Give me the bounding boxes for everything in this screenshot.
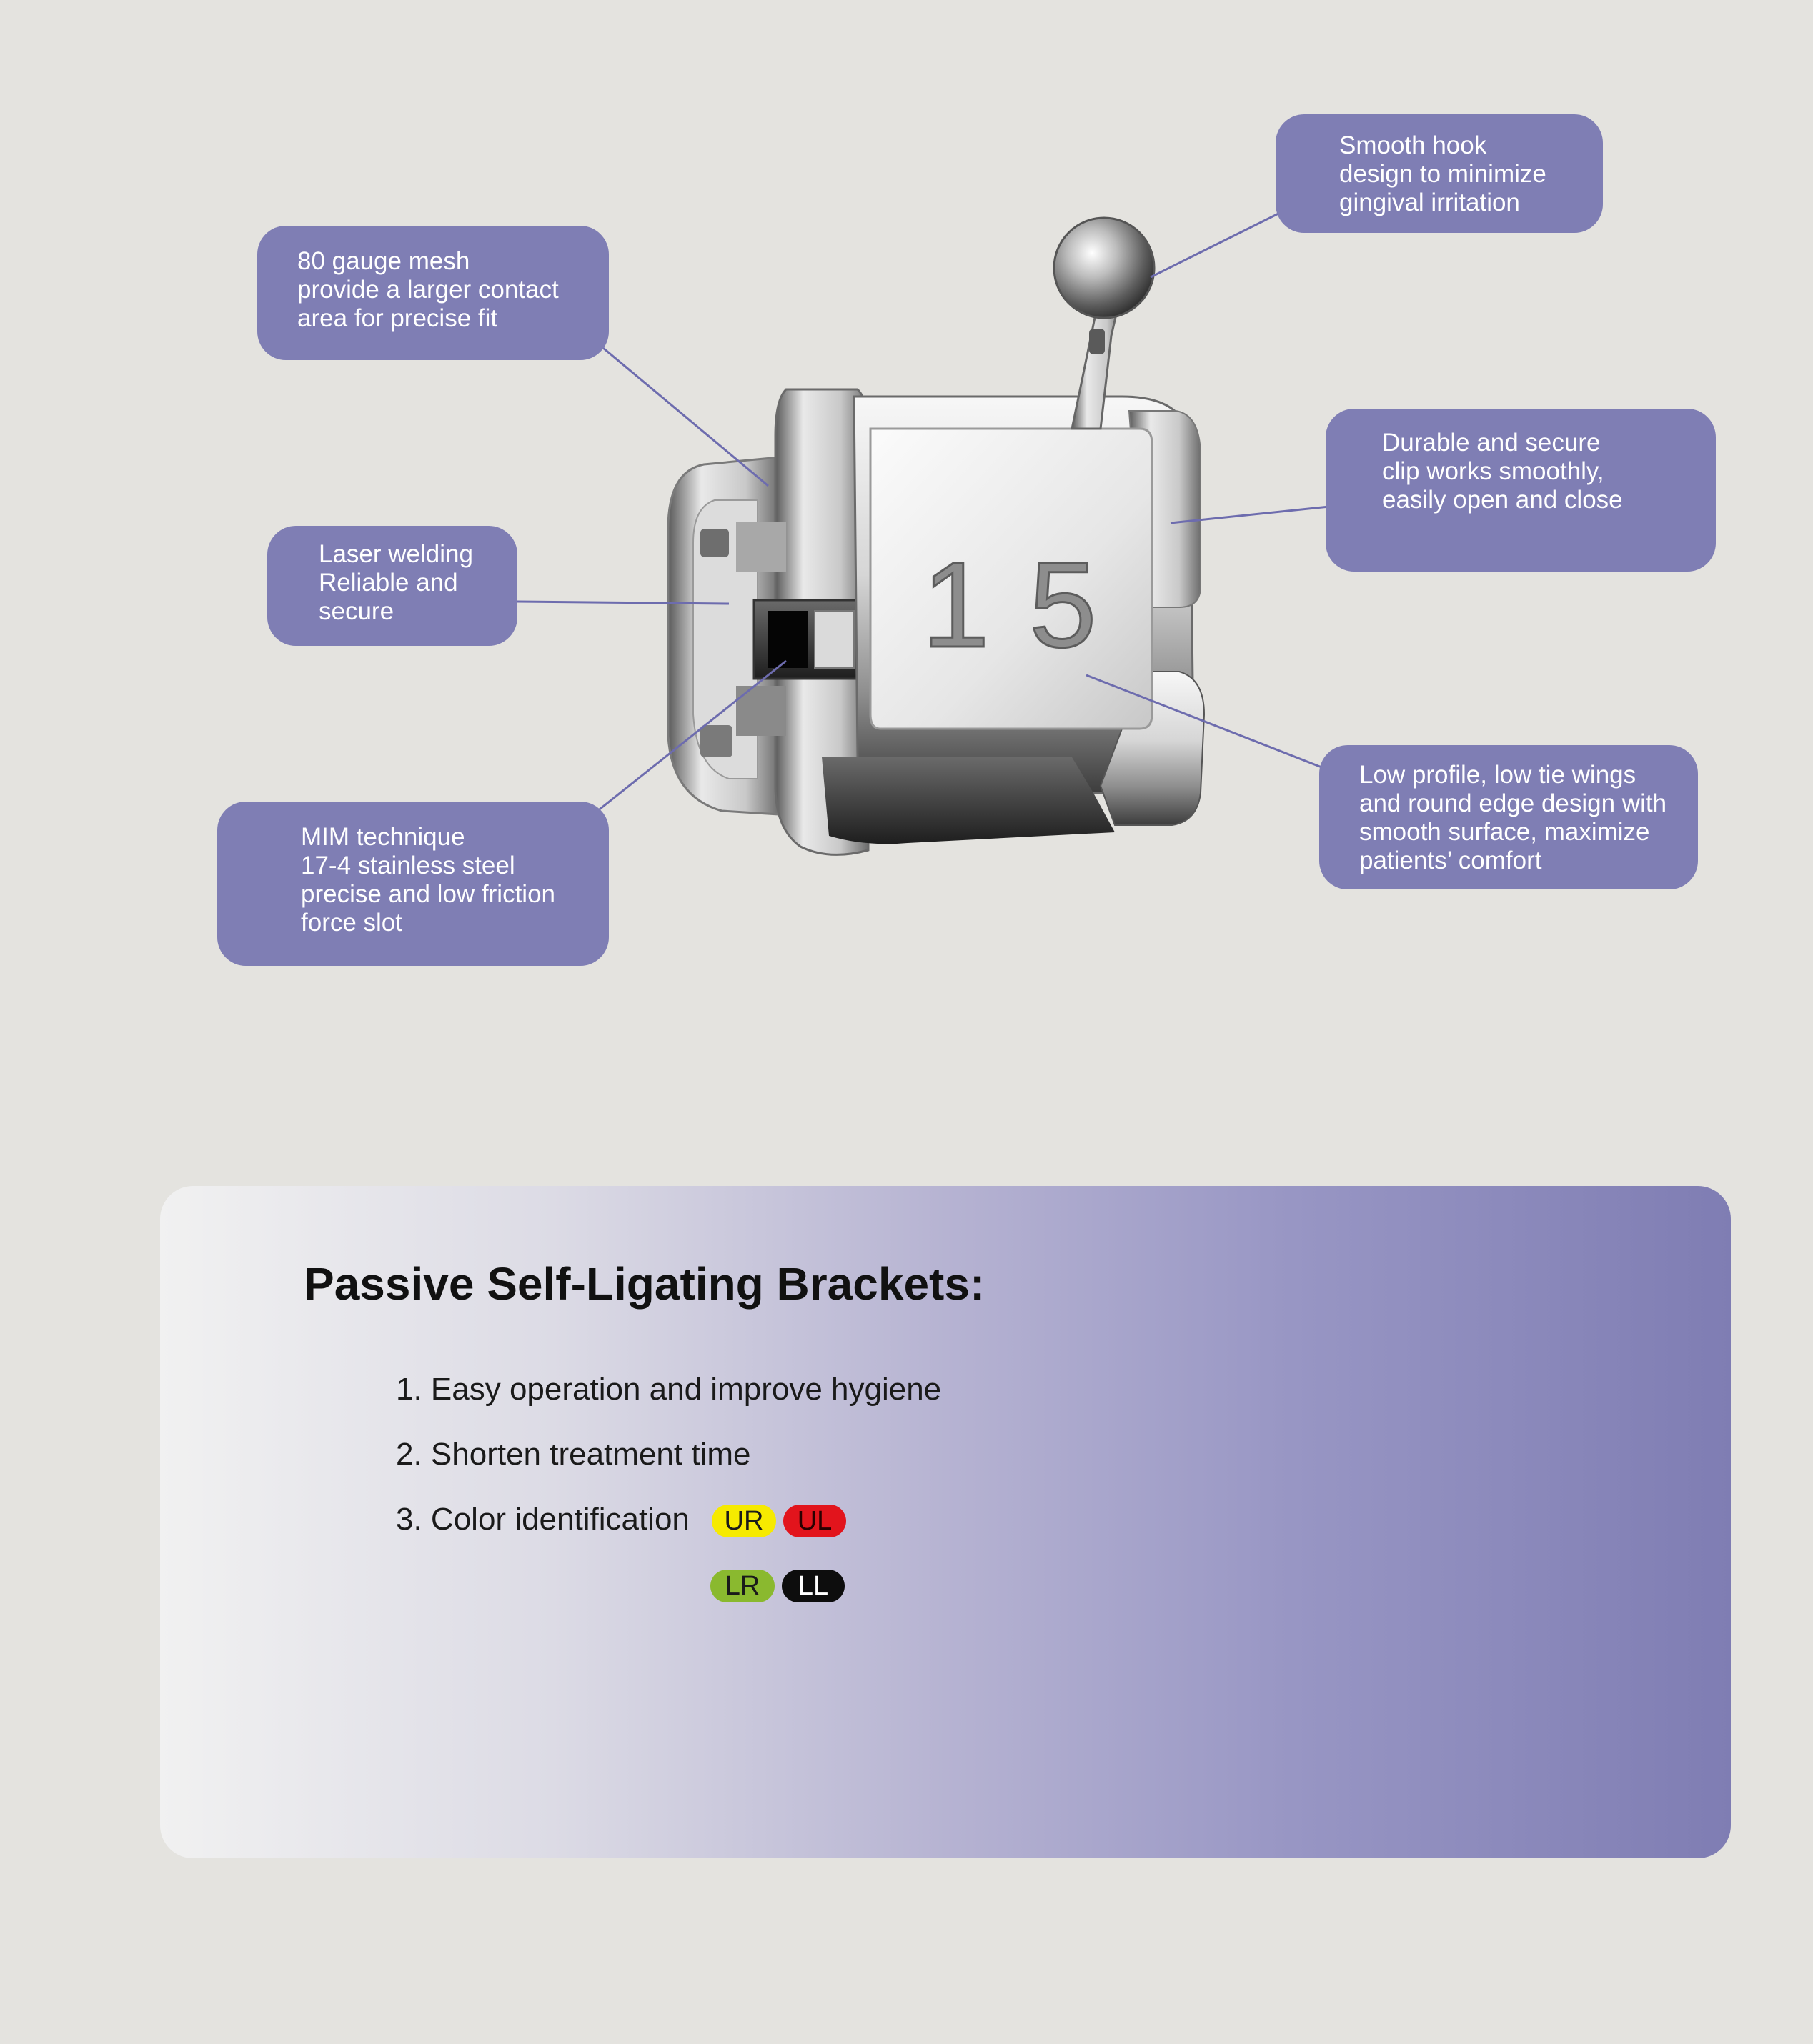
feature-item-1: 1. Easy operation and improve hygiene bbox=[396, 1372, 942, 1407]
panel-title: Passive Self-Ligating Brackets: bbox=[304, 1258, 985, 1310]
color-tag-ll: LL bbox=[782, 1570, 845, 1602]
callout-clip-line-1: Durable and secure bbox=[1382, 429, 1601, 457]
callout-laser-line-1: Laser welding bbox=[319, 540, 473, 568]
callout-hook-line-2: design to minimize bbox=[1339, 160, 1546, 188]
color-tag-ur: UR bbox=[712, 1505, 776, 1537]
clip-face: 1 5 bbox=[869, 427, 1153, 730]
callout-mesh-line-2: provide a larger contact bbox=[297, 276, 559, 304]
callout-mim-line-2: 17-4 stainless steel bbox=[301, 852, 515, 879]
bracket-number-1: 1 bbox=[922, 537, 990, 673]
callout-low-line-3: smooth surface, maximize bbox=[1359, 818, 1650, 846]
callout-laser-line-2: Reliable and bbox=[319, 569, 458, 597]
callout-mim: MIM technique 17-4 stainless steel preci… bbox=[217, 802, 609, 966]
callout-low-line-1: Low profile, low tie wings bbox=[1359, 761, 1636, 789]
callout-mim-line-1: MIM technique bbox=[301, 823, 465, 851]
bracket-number-2: 5 bbox=[1029, 537, 1097, 673]
callout-low-profile: Low profile, low tie wings and round edg… bbox=[1319, 745, 1698, 889]
callout-mim-line-3: precise and low friction bbox=[301, 880, 555, 908]
color-tag-lr: LR bbox=[710, 1570, 775, 1602]
callout-clip-line-3: easily open and close bbox=[1382, 486, 1623, 514]
callout-clip-line-2: clip works smoothly, bbox=[1382, 457, 1604, 485]
feature-item-3: 3. Color identification bbox=[396, 1502, 690, 1537]
callout-laser-line-3: secure bbox=[319, 597, 394, 625]
callout-hook-line-1: Smooth hook bbox=[1339, 131, 1487, 159]
color-tag-ul: UL bbox=[783, 1505, 846, 1537]
features-panel: Passive Self-Ligating Brackets: 1. Easy … bbox=[160, 1186, 1731, 1858]
callout-mim-line-4: force slot bbox=[301, 909, 402, 937]
archwire-slot bbox=[752, 599, 866, 680]
callout-mesh: 80 gauge mesh provide a larger contact a… bbox=[257, 226, 609, 360]
callout-mesh-line-3: area for precise fit bbox=[297, 304, 498, 332]
callout-low-line-2: and round edge design with bbox=[1359, 789, 1667, 817]
callout-laser: Laser welding Reliable and secure bbox=[267, 526, 517, 646]
feature-item-2: 2. Shorten treatment time bbox=[396, 1437, 751, 1472]
callout-clip: Durable and secure clip works smoothly, … bbox=[1326, 409, 1716, 572]
callout-hook: Smooth hook design to minimize gingival … bbox=[1276, 114, 1603, 233]
callout-mesh-line-1: 80 gauge mesh bbox=[297, 247, 470, 275]
callout-low-line-4: patients’ comfort bbox=[1359, 847, 1542, 874]
callout-hook-line-3: gingival irritation bbox=[1339, 189, 1520, 216]
